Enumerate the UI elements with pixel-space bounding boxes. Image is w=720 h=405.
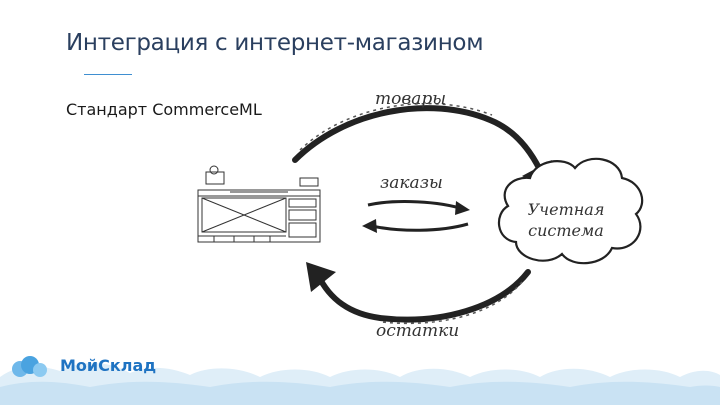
cloud-label-line2: система — [528, 221, 604, 240]
cloud-label-line1: Учетная — [528, 200, 605, 219]
stock-arrow — [306, 262, 531, 325]
orders-arrows — [362, 200, 470, 233]
logo-cloud-icon — [12, 356, 47, 377]
footer-cloud-band — [0, 356, 720, 405]
title-underline — [84, 74, 132, 75]
footer-logo: МойСклад — [60, 356, 157, 375]
slide-title: Интеграция с интернет-магазином — [66, 30, 484, 56]
goods-label: товары — [375, 89, 446, 109]
cloud-icon: Учетная система — [498, 157, 644, 265]
slide-subtitle: Стандарт CommerceML — [66, 100, 262, 119]
webshop-sketch-icon — [197, 165, 321, 243]
orders-label: заказы — [380, 173, 443, 193]
stock-label: остатки — [376, 321, 459, 341]
